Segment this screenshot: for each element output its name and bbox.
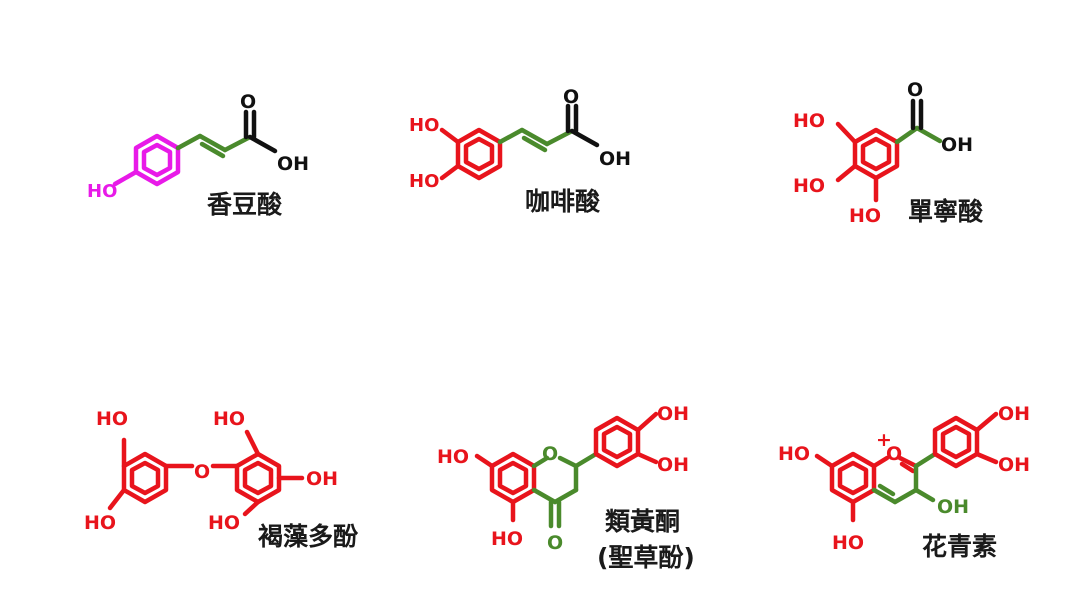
atom-ho-3: HO <box>213 408 245 430</box>
atom-ho-a7: HO <box>778 443 810 465</box>
atom-ho-2: HO <box>84 512 116 534</box>
atom-oh: OH <box>599 148 631 170</box>
atom-ho-a5: HO <box>491 528 523 550</box>
molecule-label-coumaric: 香豆酸 <box>207 190 283 219</box>
atom-ho-top: HO <box>793 110 825 132</box>
molecule-label-flavonoid: 類黃酮 <box>605 507 680 536</box>
caffeic-carboxyl <box>565 103 600 148</box>
atom-plus: + <box>876 429 892 451</box>
atom-ho-5: HO <box>208 512 240 534</box>
eriodictyol-c-ring <box>531 451 599 529</box>
atom-o-double: O <box>240 91 256 113</box>
molecule-label-gallic: 單寧酸 <box>908 197 984 226</box>
anthocyanin-b-ring <box>932 411 999 469</box>
molecule-label-phlorotannin: 褐藻多酚 <box>257 522 359 551</box>
gallic-ring <box>835 121 900 203</box>
atom-oh-c3: OH <box>937 496 969 518</box>
caffeic-catechol-ring <box>439 127 503 181</box>
atom-oh-3p: OH <box>998 403 1030 425</box>
molecule-coumaric-acid: O OH HO 香豆酸 <box>87 91 309 219</box>
atom-ring-o: O <box>542 443 558 465</box>
gallic-carboxyl-bond <box>894 125 943 145</box>
molecule-label-caffeic: 咖啡酸 <box>525 187 601 216</box>
molecule-label-flavonoid-sub: (聖草酚) <box>597 543 695 572</box>
molecule-phlorotannin: HO HO O HO OH HO 褐藻多酚 <box>84 408 359 551</box>
atom-ho-bottom: HO <box>409 171 439 192</box>
atom-ho: HO <box>87 181 117 202</box>
anthocyanin-c-ring <box>871 451 938 505</box>
atom-o-double: O <box>563 86 579 108</box>
eriodictyol-a-ring <box>474 451 537 523</box>
molecule-label-anthocyanin: 花青素 <box>922 532 997 561</box>
atom-ho-mid: HO <box>793 175 825 197</box>
atom-o-double: O <box>907 79 923 101</box>
coumaric-chain <box>175 133 253 159</box>
phlorotannin-bonds <box>107 429 305 517</box>
atom-keto-o: O <box>547 532 563 554</box>
atom-oh-4: OH <box>306 468 338 490</box>
eriodictyol-b-ring <box>593 411 659 469</box>
atom-ho-top: HO <box>409 115 439 136</box>
molecule-gallic-acid: O OH HO HO HO 單寧酸 <box>793 79 984 227</box>
atom-oh-4p: OH <box>998 454 1030 476</box>
coumaric-carboxyl <box>243 109 278 154</box>
atom-ho-a5: HO <box>832 532 864 554</box>
molecule-caffeic-acid: O OH HO HO 咖啡酸 <box>409 86 631 216</box>
atom-oh-4p: OH <box>657 454 689 476</box>
atom-ether-o: O <box>194 461 210 483</box>
atom-oh: OH <box>941 134 973 156</box>
atom-ring-o: O <box>886 443 902 465</box>
coumaric-phenol-ring <box>112 133 181 187</box>
atom-ho-1: HO <box>96 408 128 430</box>
atom-oh: OH <box>277 153 309 175</box>
molecule-eriodictyol: HO O OH OH HO O 類黃酮 (聖草酚) <box>437 403 695 572</box>
atom-ho-a7: HO <box>437 446 469 468</box>
molecule-anthocyanin: HO + O OH OH OH HO 花青素 <box>778 403 1030 561</box>
gallic-carbonyl <box>910 98 924 131</box>
atom-ho-bottom: HO <box>849 205 881 227</box>
caffeic-chain <box>497 127 575 153</box>
atom-oh-3p: OH <box>657 403 689 425</box>
